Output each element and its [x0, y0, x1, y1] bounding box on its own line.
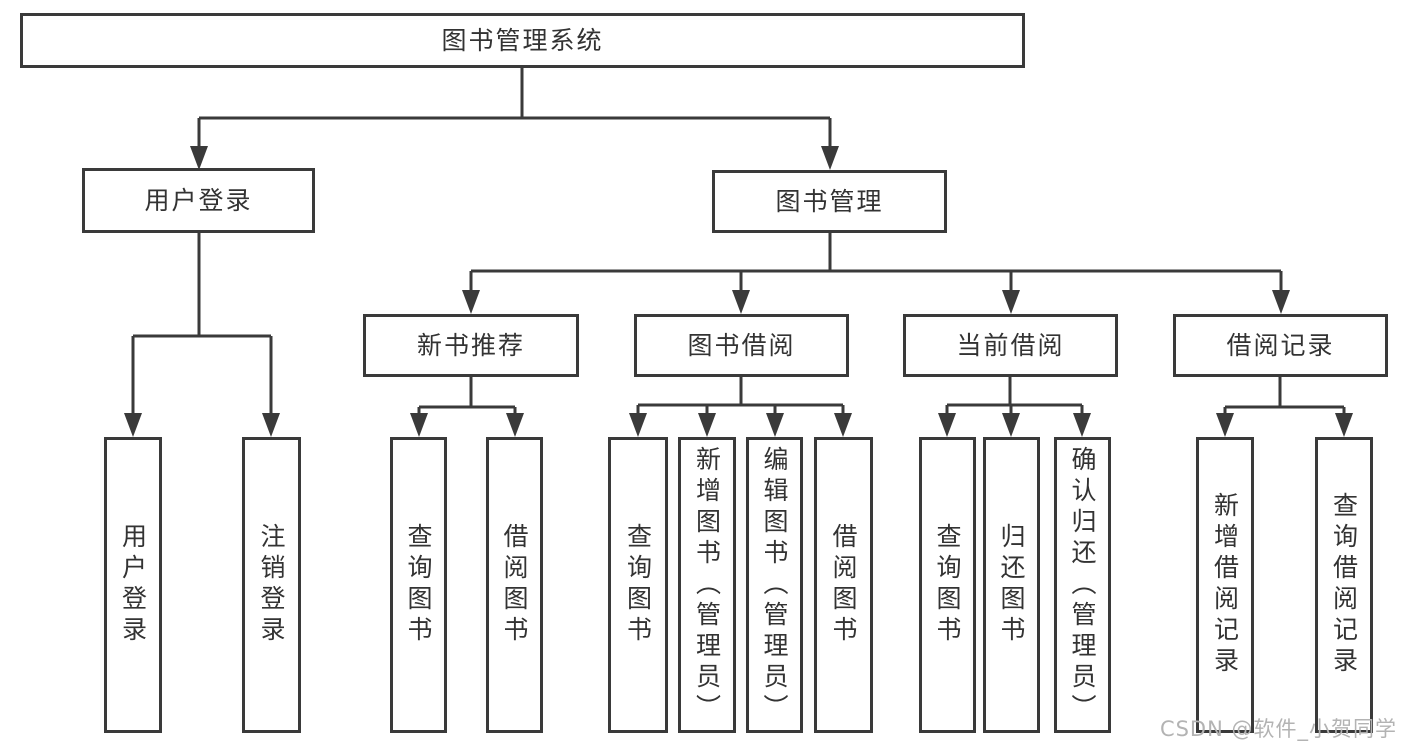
node-library-system: 图书管理系统 [20, 13, 1025, 68]
leaf-current-confirm-return-admin: 确认归还（管理员） [1054, 437, 1111, 733]
watermark-text: CSDN @软件_小贺同学 [1159, 717, 1397, 741]
node-user-login-label: 用户登录 [144, 186, 253, 215]
leaf-newbook-query-book-label: 查询图书 [404, 523, 433, 647]
node-library-system-label: 图书管理系统 [441, 26, 604, 55]
leaf-borrow-edit-book-admin: 编辑图书（管理员） [746, 437, 803, 733]
node-current-borrow: 当前借阅 [903, 314, 1118, 377]
leaf-current-query-book-label: 查询图书 [933, 523, 962, 647]
leaf-records-add-record-label: 新增借阅记录 [1210, 492, 1240, 678]
leaf-logout-login: 注销登录 [242, 437, 301, 733]
leaf-borrow-add-book-admin: 新增图书（管理员） [678, 437, 736, 733]
node-borrow-records: 借阅记录 [1173, 314, 1388, 377]
node-book-management: 图书管理 [712, 170, 947, 233]
node-user-login: 用户登录 [82, 168, 315, 233]
node-borrow-records-label: 借阅记录 [1226, 331, 1335, 360]
leaf-records-add-record: 新增借阅记录 [1196, 437, 1254, 733]
leaf-records-query-record: 查询借阅记录 [1315, 437, 1373, 733]
leaf-borrow-edit-book-admin-label: 编辑图书（管理员） [760, 445, 789, 725]
leaf-borrow-borrow-book-label: 借阅图书 [829, 523, 858, 647]
node-new-book-recommend: 新书推荐 [363, 314, 579, 377]
leaf-borrow-query-book-label: 查询图书 [623, 523, 653, 647]
leaf-newbook-query-book: 查询图书 [390, 437, 447, 733]
leaf-newbook-borrow-book-label: 借阅图书 [500, 523, 529, 647]
leaf-newbook-borrow-book: 借阅图书 [486, 437, 543, 733]
leaf-current-confirm-return-admin-label: 确认归还（管理员） [1068, 445, 1097, 725]
leaf-logout-login-label: 注销登录 [257, 523, 286, 647]
leaf-current-return-book: 归还图书 [983, 437, 1040, 733]
node-new-book-recommend-label: 新书推荐 [416, 331, 525, 360]
leaf-borrow-add-book-admin-label: 新增图书（管理员） [692, 445, 722, 725]
leaf-user-login: 用户登录 [104, 437, 162, 733]
leaf-borrow-borrow-book: 借阅图书 [814, 437, 873, 733]
leaf-records-query-record-label: 查询借阅记录 [1329, 492, 1359, 678]
leaf-current-query-book: 查询图书 [919, 437, 976, 733]
leaf-borrow-query-book: 查询图书 [608, 437, 668, 733]
leaf-current-return-book-label: 归还图书 [997, 523, 1026, 647]
node-book-management-label: 图书管理 [775, 187, 884, 216]
node-book-borrow: 图书借阅 [634, 314, 849, 377]
node-book-borrow-label: 图书借阅 [687, 331, 796, 360]
node-current-borrow-label: 当前借阅 [956, 331, 1065, 360]
leaf-user-login-label: 用户登录 [118, 523, 148, 647]
